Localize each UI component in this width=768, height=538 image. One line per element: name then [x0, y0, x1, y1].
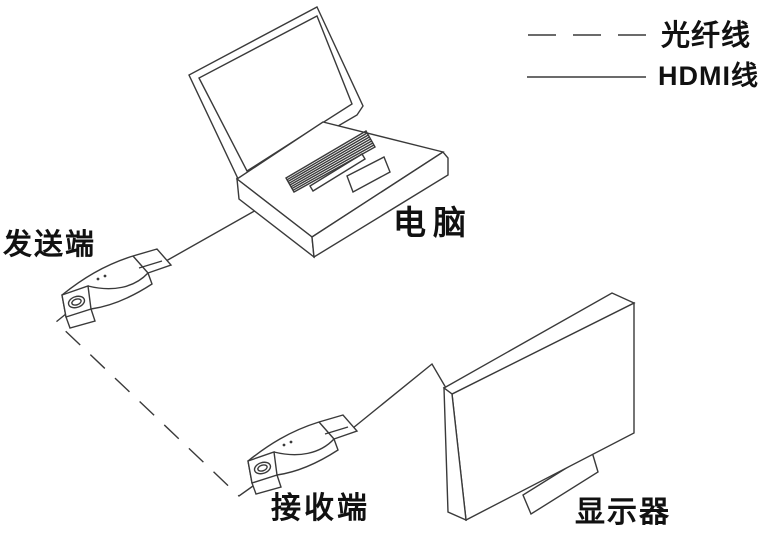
monitor-stand [522, 450, 599, 516]
legend-fiber-label: 光纤线 [661, 20, 752, 52]
hdmi-cable-computer-transmitter [165, 208, 259, 262]
computer-label: 电脑 [393, 204, 473, 241]
laptop-touchpad [346, 156, 391, 193]
laptop-screen [198, 15, 353, 173]
laptop-base-front [311, 151, 449, 259]
legend [527, 34, 648, 78]
transmitter-label: 发送端 [3, 229, 97, 261]
receiver-label: 接收端 [271, 492, 370, 525]
fiber-cable-transmitter-receiver [54, 308, 254, 497]
laptop-front-strip [309, 153, 366, 192]
laptop-illustration [188, 6, 449, 259]
laptop-keyboard [285, 130, 376, 193]
monitor-left-side [443, 386, 467, 522]
monitor-illustration [442, 292, 636, 522]
receiver-illustration [247, 414, 358, 495]
legend-hdmi-label: HDMI线 [658, 61, 759, 91]
hdmi-cable-receiver-monitor [352, 362, 447, 429]
monitor-label: 显示器 [575, 496, 671, 529]
